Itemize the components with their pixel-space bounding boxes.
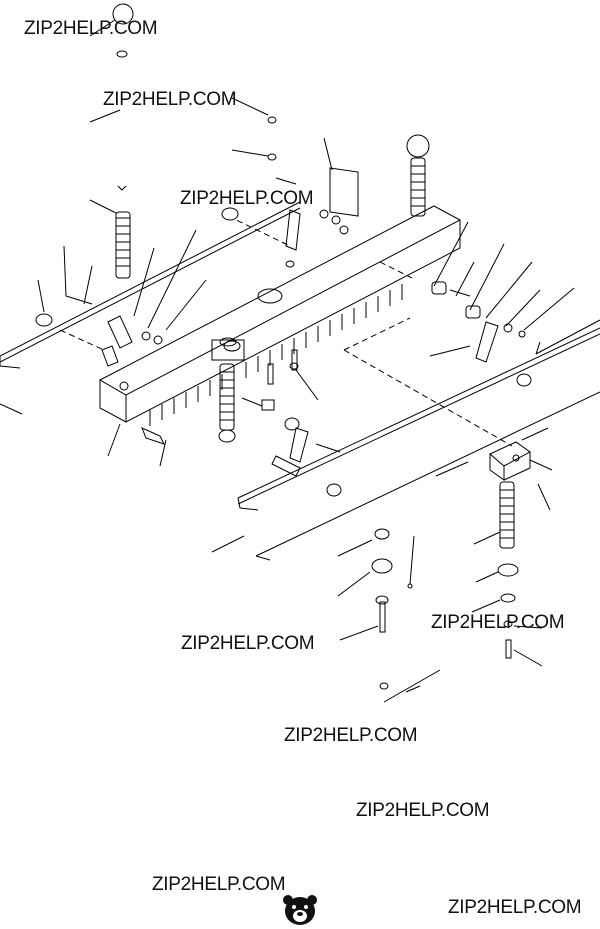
bear-head-logo-icon: [283, 895, 317, 925]
watermark-3: ZIP2HELP.COM: [180, 188, 314, 209]
upper-bracket: [323, 137, 359, 217]
watermark-6: ZIP2HELP.COM: [284, 725, 418, 746]
upper-nuts: [89, 97, 277, 191]
front-lower-link-arm: [271, 417, 342, 497]
right-block-stack: [471, 427, 553, 667]
center-link-arm: [221, 177, 349, 268]
watermark-7: ZIP2HELP.COM: [356, 800, 490, 821]
right-upper-spring: [406, 134, 430, 217]
main-rail: [98, 205, 462, 423]
lower-tie-rod: [237, 327, 600, 511]
watermark-2: ZIP2HELP.COM: [103, 89, 237, 110]
left-lower-callouts: [0, 403, 167, 467]
lower-loose-parts: [337, 528, 441, 703]
watermark-8: ZIP2HELP.COM: [152, 874, 286, 895]
tine-row: [149, 284, 403, 426]
left-tie-rod: [0, 201, 301, 369]
watermark-1: ZIP2HELP.COM: [24, 18, 158, 39]
center-front-spring: [211, 337, 245, 443]
watermark-9: ZIP2HELP.COM: [448, 897, 582, 918]
watermark-5: ZIP2HELP.COM: [181, 633, 315, 654]
watermark-4: ZIP2HELP.COM: [431, 612, 565, 633]
top-knob: [89, 3, 134, 58]
center-bolts: [241, 349, 319, 411]
right-link-arm: [429, 221, 600, 387]
left-spring: [89, 199, 131, 279]
bottom-frame: [211, 391, 600, 561]
center-lines: [59, 215, 513, 447]
